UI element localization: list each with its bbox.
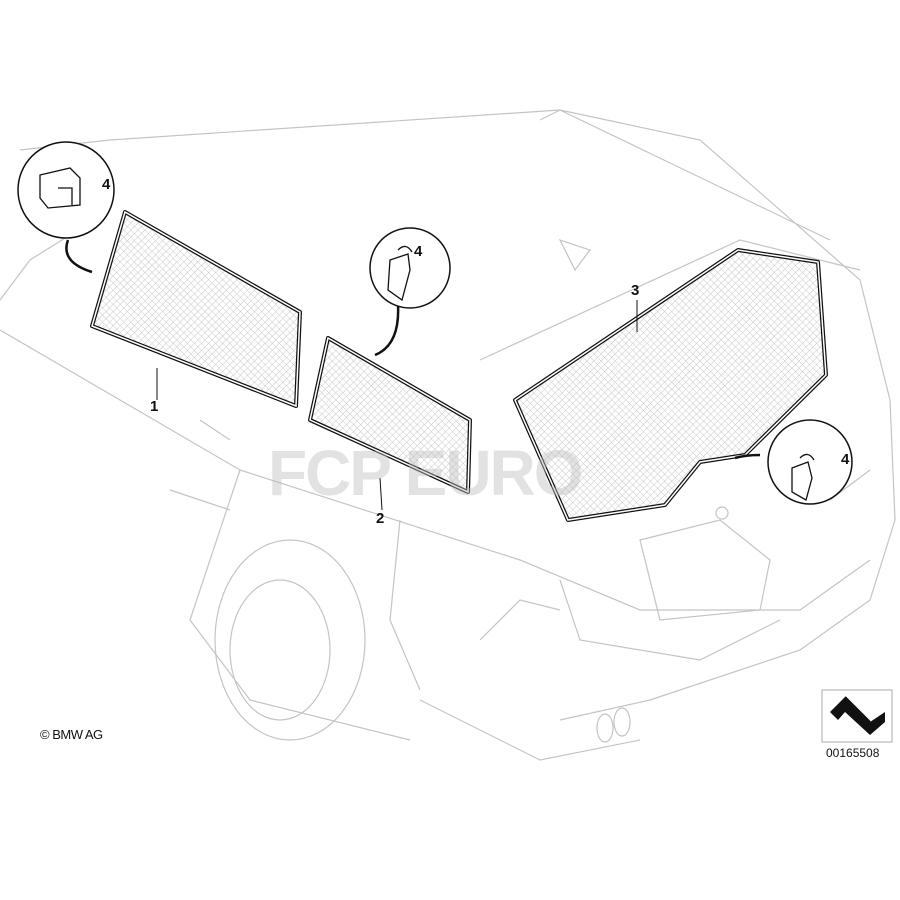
side-window-seal-1 [90, 210, 302, 408]
diagram-number: 00165508 [826, 746, 880, 760]
callout-2: 2 [376, 510, 385, 527]
copyright-text: © BMW AG [40, 727, 103, 742]
detail-bubble-clip-c [767, 419, 853, 505]
car-body-outline [0, 109, 896, 761]
clip-icons [39, 167, 815, 501]
callout-1: 1 [150, 398, 159, 415]
watermark: FCP EURO [268, 437, 584, 509]
callout-3: 3 [631, 282, 640, 299]
orientation-arrow-icon [821, 689, 893, 743]
callout-4-a: 4 [102, 176, 111, 193]
callout-4-b: 4 [414, 243, 423, 260]
callout-4-c: 4 [841, 451, 850, 468]
